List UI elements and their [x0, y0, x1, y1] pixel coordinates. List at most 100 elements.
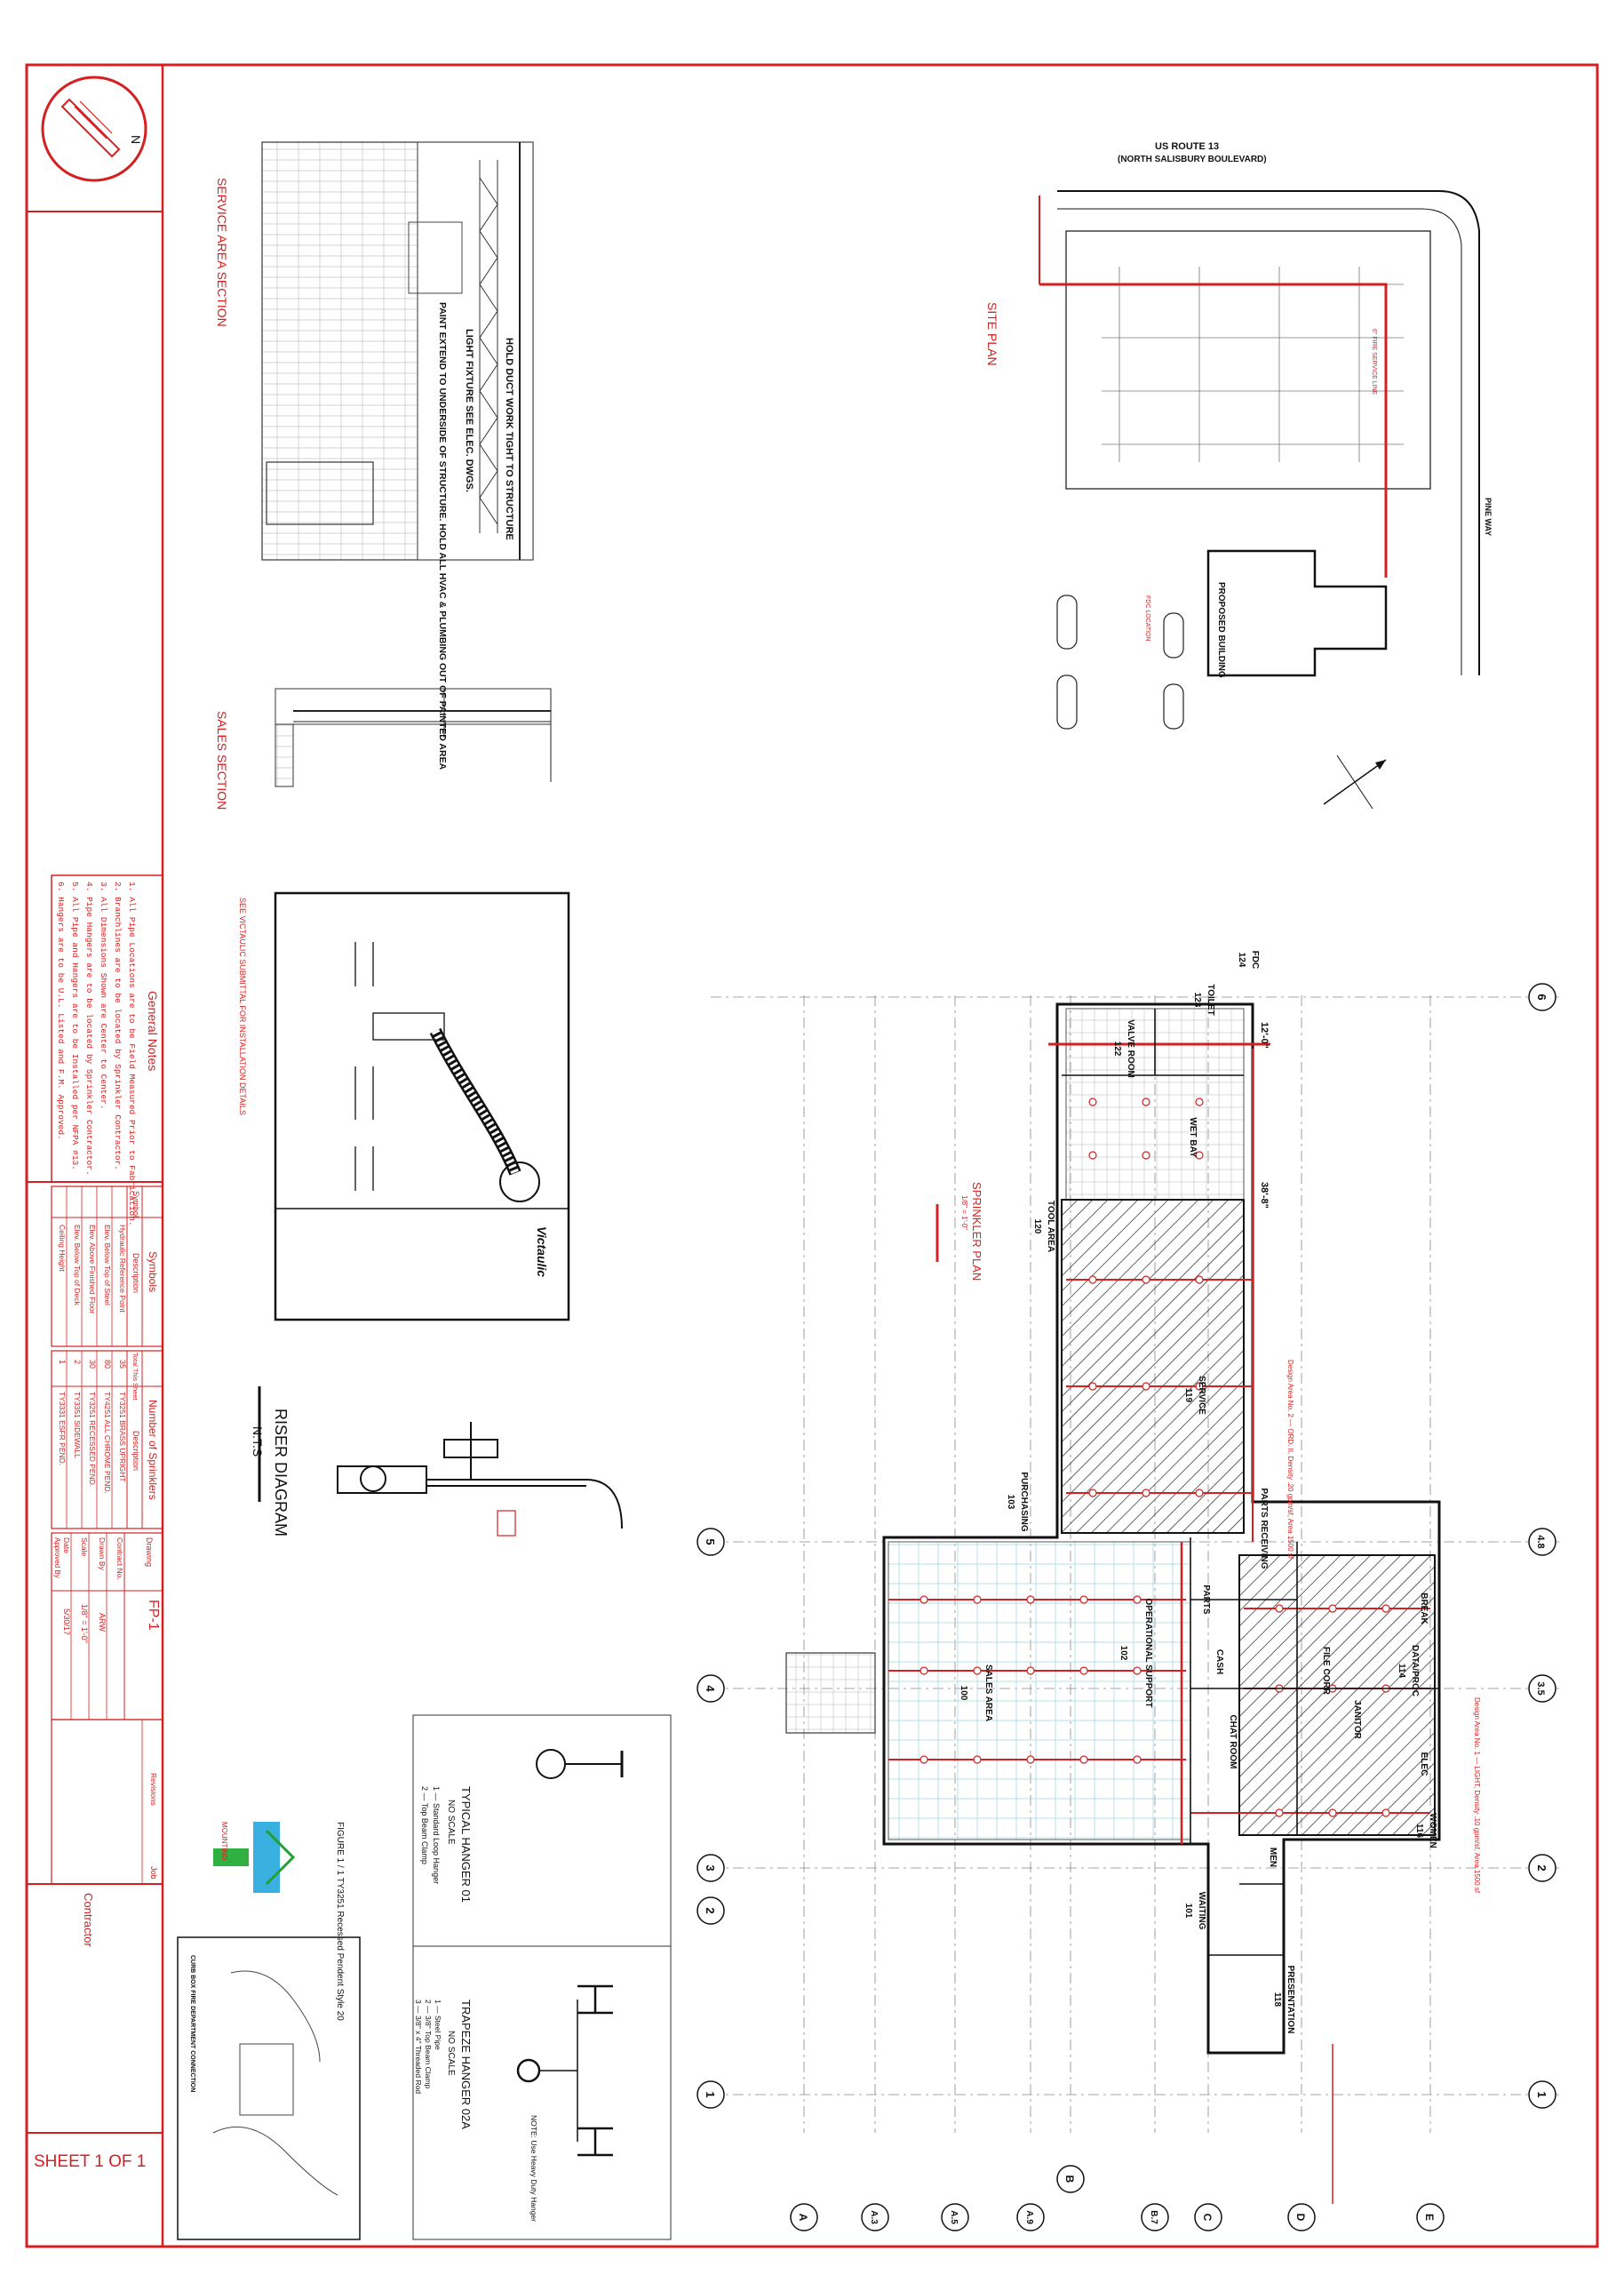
room-parts-receiving-name: PARTS RECEIVING	[1259, 1489, 1269, 1569]
light-fixture-note: LIGHT FIXTURE SEE ELEC. DWGS.	[464, 329, 474, 492]
sheet-number: SHEET 1 OF 1	[34, 2152, 146, 2171]
grid-A: A	[797, 2214, 809, 2222]
fdc-detail-title: CURB BOX FIRE DEPARTMENT CONNECTION	[189, 1955, 195, 2092]
scale-value: 1/8" = 1'-0"	[80, 1604, 89, 1643]
riser-diagram-detail: RISER DIAGRAM N.T.S	[251, 1386, 623, 1537]
grid-letter-bubbles: A A.3 A.5 A.9 B B.7 C D E	[790, 2165, 1445, 2231]
sprinkler-qty-3: 30	[88, 1360, 97, 1369]
sprinklers-header: Number of Sprinklers	[147, 1400, 159, 1500]
sales-section-title: SALES SECTION	[215, 711, 229, 810]
room-120-name: TOOL AREA	[1046, 1201, 1055, 1252]
room-116-name: WOMEN	[1428, 1813, 1437, 1848]
grid-top-2: 2	[1535, 1864, 1548, 1871]
sprinkler-desc-5: TY3331 ESFR PEND.	[58, 1392, 67, 1465]
revisions-block: Revisions Job	[51, 1719, 163, 1885]
trapeze-note: NOTE: Use Heavy Duty Hanger	[529, 2115, 538, 2222]
general-note-2: 2. Branchlines are to be located by Spri…	[113, 882, 123, 1170]
room-chat-name: CHAT ROOM	[1228, 1715, 1238, 1769]
room-file-corr-name: FILE CORR	[1321, 1647, 1331, 1696]
room-101-num: 101	[1183, 1904, 1193, 1919]
room-122-name: VALVE ROOM	[1126, 1019, 1135, 1078]
hatched-area-office	[1238, 1554, 1436, 1836]
sprinkler-desc-3: TY3251 RECESSED PEND.	[88, 1392, 97, 1487]
room-wet-bay-name: WET BAY	[1188, 1117, 1198, 1158]
room-103-num: 103	[1006, 1495, 1015, 1510]
sprinkler-desc-2: TY4251 ALL CHROME PEND.	[103, 1392, 112, 1494]
general-note-3: 3. All Dimensions Shown are Center to Ce…	[99, 882, 108, 1110]
riser-diagram-title: RISER DIAGRAM	[272, 1409, 290, 1537]
room-123-num: 123	[1192, 993, 1202, 1008]
room-102-num: 102	[1118, 1646, 1128, 1661]
typical-hanger-detail: TYPICAL HANGER 01 NO SCALE 1 — Standard …	[412, 1714, 672, 1947]
typical-hanger-title: TYPICAL HANGER 01	[459, 1786, 473, 1903]
typical-hanger-scale: NO SCALE	[446, 1800, 456, 1845]
symbol-row-2: Elev. Below Top of Steel	[103, 1225, 112, 1305]
trapeze-hanger-title: TRAPEZE HANGER 02A	[459, 2000, 473, 2129]
sprinkler-qty-5: 1	[58, 1360, 67, 1364]
date-label: Date	[62, 1537, 71, 1553]
recessed-pendent-detail: FIGURE 1 / 1 TY3251 Recessed Pendent Sty…	[213, 1822, 345, 2021]
grid-B: B	[1063, 2175, 1076, 2183]
room-elec-name: ELEC	[1419, 1752, 1429, 1776]
grid-B7: B.7	[1149, 2210, 1158, 2224]
site-main-note: 6" FIRE SERVICE LINE	[1371, 329, 1377, 395]
title-block: N General Notes 1. All Pipe Locations ar…	[27, 76, 163, 2171]
site-fdc-note: FDC LOCATION	[1144, 595, 1150, 642]
room-100-name: SALES AREA	[983, 1664, 993, 1721]
room-103-name: PURCHASING	[1019, 1472, 1029, 1531]
room-101-name: WAITING	[1197, 1892, 1206, 1930]
room-119-num: 119	[1183, 1388, 1193, 1403]
room-116-num: 116	[1414, 1824, 1424, 1839]
drawing-number: FP-1	[146, 1600, 161, 1631]
sprinkler-col-total: Total This Sheet	[131, 1353, 139, 1401]
sheet-border	[25, 63, 1599, 2248]
design-area-1-note: Design Area No. 1 — LIGHT, Density .10 g…	[1473, 1697, 1481, 1894]
sprinkler-count-table: Number of Sprinklers Total This Sheet De…	[51, 1350, 163, 1529]
general-notes-title: General Notes	[146, 991, 160, 1071]
trapeze-item-2: 2 — 3/8" Top Beam Clamp	[424, 2000, 433, 2088]
general-note-5: 5. All Pipe and Hangers are to be Instal…	[70, 882, 80, 1170]
room-124-name: FDC	[1250, 951, 1260, 970]
paint-note: PAINT EXTEND TO UNDERSIDE OF STRUCTURE. …	[437, 302, 448, 770]
revisions-label: Revisions	[149, 1773, 158, 1806]
grid-top-4-8: 4.8	[1535, 1535, 1546, 1548]
trapeze-item-3: 3 — 3/8" x 4" Threaded Rod	[414, 2000, 423, 2094]
recessed-figure-title: FIGURE 1 / 1 TY3251 Recessed Pendent Sty…	[335, 1822, 345, 2021]
room-119-name: SERVICE	[1197, 1376, 1206, 1415]
grid-bubbles-bottom: 5 4 3 2 1	[697, 1528, 725, 2109]
hanger-item-1: 1 — Standard Loop Hanger	[432, 1786, 441, 1884]
flex-drop-detail: Victaulic SEE VICTAULIC SUBMITTAL FOR IN…	[238, 891, 570, 1321]
drawing-info: Drawing FP-1 Contract No. Drawn By ARW S…	[51, 1532, 163, 1720]
room-102-name: OPERATIONAL SUPPORT	[1143, 1599, 1153, 1708]
grid-A9: A.9	[1024, 2210, 1034, 2224]
job-label: Job	[149, 1866, 158, 1880]
grid-bottom-1: 1	[704, 2091, 717, 2097]
description-col-header: Description	[131, 1253, 140, 1293]
symbols-table: Symbols Symbol Description Hydraulic Ref…	[51, 1185, 163, 1347]
symbol-row-3: Elev. Above Finished Floor	[88, 1225, 97, 1314]
room-124-num: 124	[1237, 953, 1246, 968]
contractor-label: Contractor	[82, 1893, 95, 1947]
general-note-6: 6. Hangers are to be U.L. Listed and F.M…	[56, 882, 66, 1140]
grid-bottom-2: 2	[704, 1907, 717, 1913]
sprinkler-desc-1: TY3251 BRASS UPRIGHT	[118, 1392, 127, 1482]
service-area-section-title: SERVICE AREA SECTION	[215, 178, 229, 327]
room-100-num: 100	[959, 1686, 968, 1701]
date-value: 5/30/17	[62, 1608, 71, 1635]
scale-label: Scale	[80, 1537, 89, 1557]
site-plan: US ROUTE 13 (NORTH SALISBURY BOULEVARD) …	[985, 141, 1493, 810]
trapeze-item-1: 1 — Steel Pipe	[434, 2000, 442, 2050]
grid-top-1: 1	[1535, 2091, 1548, 2097]
svg-text:MOUNTING: MOUNTING	[220, 1822, 228, 1861]
grid-A5: A.5	[949, 2210, 959, 2224]
grid-bubbles-top: 6 4.8 3.5 2 1	[1528, 983, 1556, 2109]
general-note-1: 1. All Pipe Locations are to be Field Me…	[127, 882, 137, 1226]
room-123-name: TOILET	[1206, 984, 1215, 1015]
room-men-name: MEN	[1268, 1848, 1278, 1867]
grid-D: D	[1294, 2214, 1307, 2222]
flex-install-note: SEE VICTAULIC SUBMITTAL FOR INSTALLATION…	[238, 898, 247, 1115]
drawing-label: Drawing	[145, 1537, 154, 1567]
symbol-row-1: Hydraulic Reference Point	[118, 1225, 127, 1313]
symbols-header: Symbols	[147, 1251, 159, 1292]
